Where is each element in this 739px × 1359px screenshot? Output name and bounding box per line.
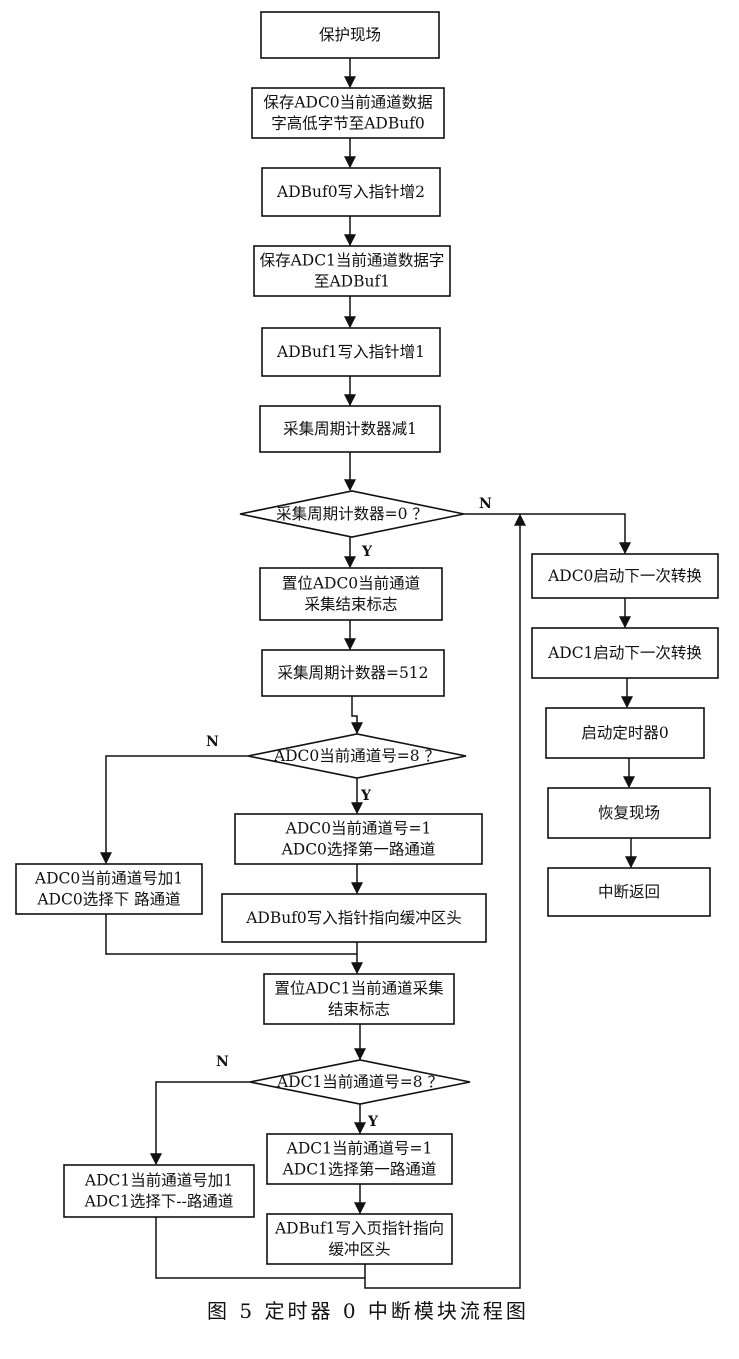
process-box (261, 327, 441, 377)
node-label: ADBuf0写入指针增2 (276, 183, 425, 201)
edge-adc1-next-merge (155, 1217, 365, 1279)
decision-diamond (239, 490, 465, 538)
node-adbuf0-inc: ADBuf0写入指针增2 (261, 167, 441, 217)
edge-adc0-next-merge (105, 914, 357, 955)
process-box (15, 863, 203, 915)
process-box (266, 1213, 453, 1265)
process-box (531, 627, 719, 679)
process-box (261, 167, 441, 217)
node-label: 保存ADC0当前通道数据 (263, 94, 432, 112)
node-label: ADC1当前通道号=1 (286, 1140, 433, 1158)
node-counter-zero: 采集周期计数器=0 ？ (239, 490, 465, 538)
edge-counter-reset-to-adc0-ch8 (351, 696, 363, 735)
process-box (261, 649, 445, 697)
node-label: 采集周期计数器=0 ？ (276, 505, 428, 523)
node-label: ADC0选择下 路通道 (36, 891, 180, 909)
process-box (545, 707, 705, 759)
node-label: 恢复现场 (598, 804, 660, 822)
flow-nodes: 保护现场保存ADC0当前通道数据字高低字节至ADBuf0ADBuf0写入指针增2… (15, 11, 719, 1265)
node-counter-reset: 采集周期计数器=512 (261, 649, 445, 697)
node-adc0-ch8: ADC0当前通道号=8 ？ (247, 733, 467, 779)
edge-label-adc0-ch8-yes: Y (360, 788, 372, 804)
process-box (531, 553, 719, 599)
node-label: 结束标志 (328, 1001, 390, 1019)
edge-label-adc1-ch8-no: N (216, 1054, 229, 1070)
node-label: 置位ADC1当前通道采集 (274, 980, 443, 998)
node-label: 采集结束标志 (304, 596, 397, 614)
node-label: 保护现场 (319, 26, 381, 44)
process-box (260, 11, 440, 59)
node-label: 启动定时器0 (581, 724, 668, 742)
process-box (253, 245, 451, 297)
node-timer0-start: 启动定时器0 (545, 707, 705, 759)
node-label: ADC1选择第一路通道 (282, 1161, 437, 1179)
edge-label-counter-zero-no: N (479, 496, 492, 512)
edge-label-adc0-ch8-no: N (206, 734, 219, 750)
node-label: ADC1选择下--路通道 (84, 1193, 234, 1211)
process-box (259, 405, 441, 453)
node-label: ADC0启动下一次转换 (547, 567, 702, 585)
node-label: ADC1当前通道号=8 ？ (276, 1073, 443, 1091)
process-box (263, 973, 455, 1025)
node-adc0-start: ADC0启动下一次转换 (531, 553, 719, 599)
flow-edges (100, 58, 637, 1289)
node-adbuf1-inc: ADBuf1写入指针增1 (261, 327, 441, 377)
node-label: ADC0当前通道号=8 ？ (273, 747, 440, 765)
node-label: 中断返回 (598, 883, 660, 901)
node-label: 缓冲区头 (328, 1241, 390, 1259)
process-box (266, 1133, 453, 1185)
node-label: ADC0当前通道号=1 (285, 820, 432, 838)
node-label: 保存ADC1当前通道数据字 (260, 252, 445, 270)
node-label: ADC0当前通道号加1 (34, 870, 183, 888)
node-label: 采集周期计数器减1 (283, 420, 417, 438)
process-box (234, 813, 483, 865)
node-label: 采集周期计数器=512 (277, 664, 428, 682)
decision-diamond (247, 733, 467, 779)
decision-diamond (249, 1059, 471, 1105)
node-label: ADBuf1写入指针增1 (276, 343, 425, 361)
process-box (251, 87, 445, 139)
figure-caption: 图 5 定时器 0 中断模块流程图 (207, 1299, 529, 1323)
node-label: ADBuf0写入指针指向缓冲区头 (245, 909, 462, 927)
edge-adc1-ch8-no (150, 1081, 250, 1166)
edge-counter-zero-no (464, 513, 631, 555)
node-save-context: 保护现场 (260, 11, 440, 59)
node-label: ADC0选择第一路通道 (281, 841, 436, 859)
node-counter-dec: 采集周期计数器减1 (259, 405, 441, 453)
process-box (547, 787, 711, 839)
edge-adbuf1-head-to-loop (364, 513, 526, 1289)
process-box (259, 567, 443, 621)
node-label: 置位ADC0当前通道 (282, 575, 420, 593)
node-label: ADC1当前通道号加1 (84, 1172, 233, 1190)
node-adc1-start: ADC1启动下一次转换 (531, 627, 719, 679)
node-adc1-ch8: ADC1当前通道号=8 ？ (249, 1059, 471, 1105)
node-label: ADBuf1写入页指针指向 (274, 1220, 444, 1238)
node-label: 至ADBuf1 (314, 273, 390, 291)
edge-labels: N Y N Y N Y (206, 496, 492, 1130)
node-restore-context: 恢复现场 (547, 787, 711, 839)
node-label: ADC1启动下一次转换 (547, 644, 702, 662)
edge-label-adc1-ch8-yes: Y (367, 1114, 379, 1130)
edge-label-counter-zero-yes: Y (361, 544, 373, 560)
process-box (547, 867, 711, 917)
node-interrupt-return: 中断返回 (547, 867, 711, 917)
process-box (63, 1164, 255, 1218)
node-label: 字高低字节至ADBuf0 (271, 115, 425, 133)
node-adbuf0-head: ADBuf0写入指针指向缓冲区头 (221, 893, 487, 943)
edge-adc0-ch8-no (100, 755, 248, 865)
process-box (221, 893, 487, 943)
